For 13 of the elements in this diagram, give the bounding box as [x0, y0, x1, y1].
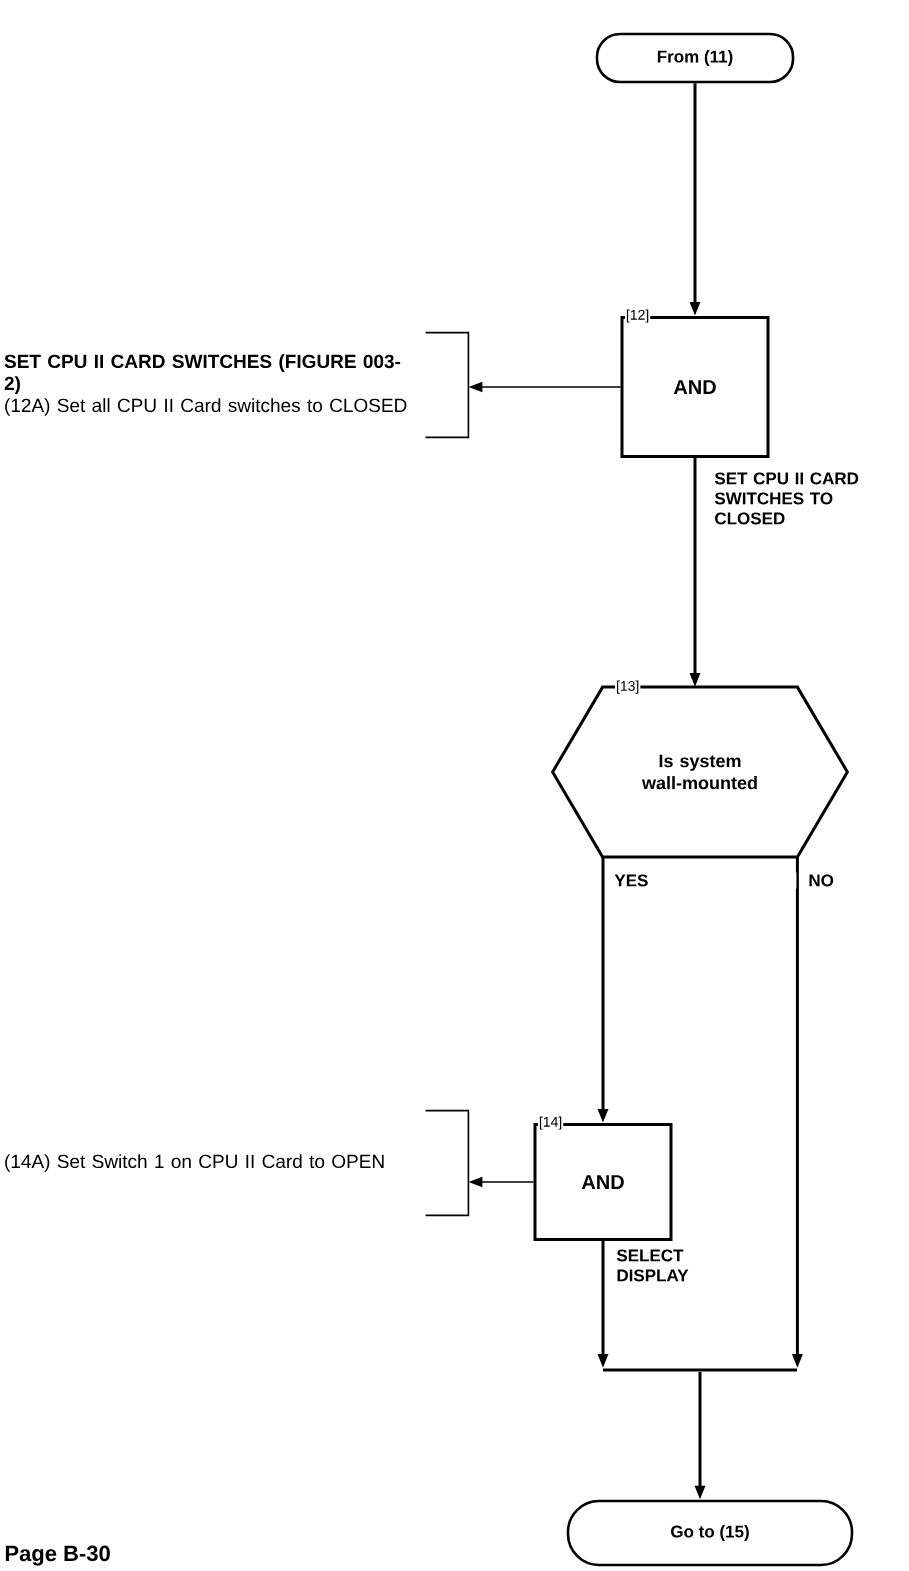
- edge-label: SET CPU II CARD SWITCHES TO CLOSED: [714, 472, 859, 525]
- step-number: [14]: [537, 1116, 564, 1130]
- edge-label: NO: [809, 874, 834, 887]
- terminal-box: Go to (15): [566, 1499, 854, 1567]
- edge-label: YES: [614, 874, 648, 887]
- edge-label: SELECT DISPLAY: [616, 1249, 689, 1282]
- step-number: [12]: [624, 309, 651, 323]
- note-text: SET CPU II CARD SWITCHES (FIGURE 003-2) (12A) Set all CPU II Card switches to CLOSED: [4, 354, 407, 416]
- note-text: (14A) Set Switch 1 on CPU II Card to OPEN: [5, 1154, 384, 1172]
- merge-bar: [603, 1368, 797, 1372]
- page-number: Page B-30: [5, 1545, 110, 1566]
- terminal-box: From (11): [595, 32, 795, 84]
- step-number: [13]: [615, 680, 641, 694]
